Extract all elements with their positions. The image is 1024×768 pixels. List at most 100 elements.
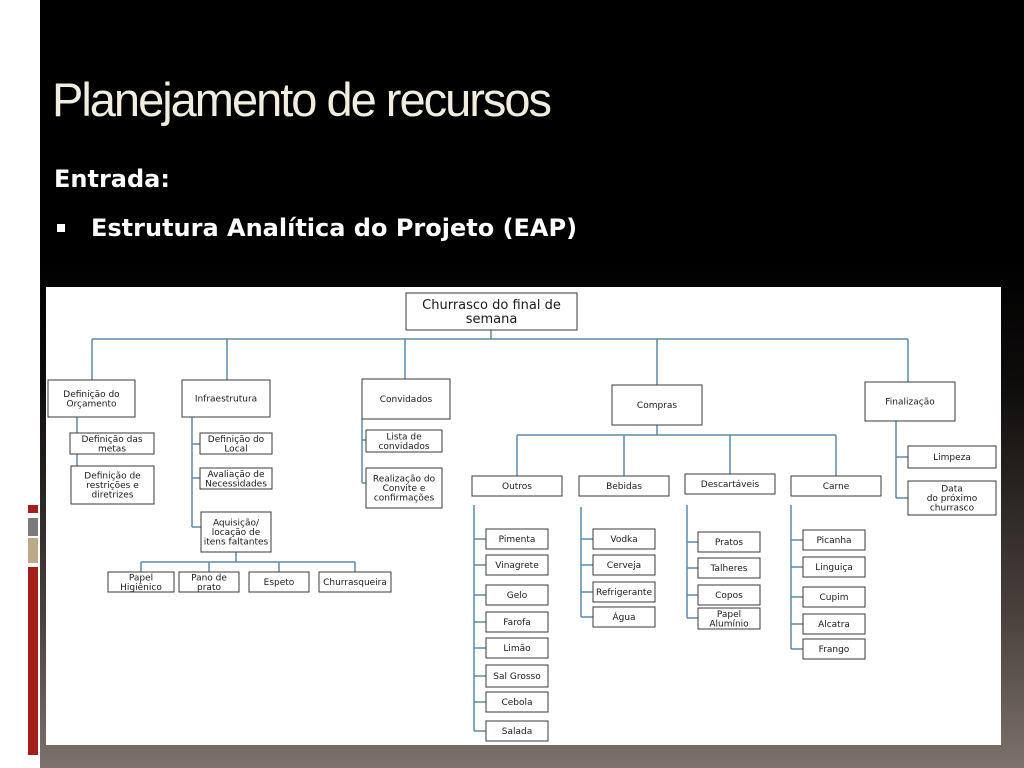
- eap-node-box: [318, 571, 392, 593]
- eap-node-cupim: Cupim: [802, 586, 866, 608]
- eap-node-vinagrete: Vinagrete: [485, 554, 549, 576]
- eap-node-label: Farofa: [503, 618, 531, 628]
- eap-node-box: [592, 606, 656, 628]
- eap-node-farofa: Farofa: [485, 611, 549, 633]
- eap-node-label: Pratos: [715, 538, 744, 548]
- eap-node-cebola: Cebola: [485, 691, 549, 713]
- eap-node-alcatra: Alcatra: [802, 613, 866, 635]
- eap-node-churrasqueira: Churrasqueira: [318, 571, 392, 593]
- eap-node-label: Vodka: [610, 535, 637, 545]
- eap-node-box: [365, 429, 443, 453]
- eap-node-label: Picanha: [816, 536, 851, 546]
- eap-node-label: Pimenta: [499, 535, 536, 545]
- eap-node-box: [592, 554, 656, 576]
- eap-node-box: [611, 384, 703, 426]
- eap-node-box: [70, 465, 155, 505]
- eap-node-salgrosso: Sal Grosso: [485, 664, 549, 688]
- eap-node-box: [178, 571, 240, 593]
- eap-node-box: [485, 554, 549, 576]
- eap-node-box: [365, 467, 443, 509]
- eap-node-limao: Limão: [485, 637, 549, 659]
- eap-node-label: Alcatra: [818, 620, 850, 630]
- eap-node-box: [684, 473, 776, 495]
- eap-node-box: [802, 529, 866, 551]
- eap-node-label: Frango: [819, 645, 850, 655]
- eap-node-infra: Infraestrutura: [181, 379, 271, 418]
- eap-node-compras: Compras: [611, 384, 703, 426]
- eap-node-espeto: Espeto: [248, 571, 310, 593]
- eap-node-box: [107, 571, 175, 593]
- eap-node-limpeza: Limpeza: [907, 445, 997, 469]
- eap-node-carne: Carne: [790, 475, 882, 497]
- eap-node-box: [485, 637, 549, 659]
- side-decoration-bars: [28, 505, 38, 755]
- page-title: Planejamento de recursos: [52, 73, 552, 126]
- eap-node-bebidas: Bebidas: [578, 475, 670, 497]
- eap-node-agua: Água: [592, 606, 656, 628]
- eap-node-label: Sal Grosso: [493, 672, 541, 682]
- eap-node-label: Refrigerante: [596, 588, 652, 598]
- eap-node-gelo: Gelo: [485, 584, 549, 606]
- eap-node-label: Cebola: [501, 698, 532, 708]
- eap-node-box: [802, 556, 866, 578]
- eap-node-label: Copos: [715, 591, 743, 601]
- eap-node-label: Salada: [502, 727, 532, 737]
- eap-node-label: Limpeza: [933, 453, 971, 463]
- eap-node-box: [790, 475, 882, 497]
- eap-node-vodka: Vodka: [592, 528, 656, 550]
- eap-node-label: Água: [612, 611, 635, 623]
- eap-node-box: [361, 378, 451, 420]
- eap-node-box: [47, 379, 136, 418]
- eap-node-box: [181, 379, 271, 418]
- eap-node-box: [592, 581, 656, 603]
- eap-node-box: [485, 720, 549, 742]
- eap-node-box: [907, 480, 997, 516]
- eap-node-linguica: Linguiça: [802, 556, 866, 578]
- eap-node-box: [471, 475, 563, 497]
- eap-node-label: Churrasqueira: [323, 578, 387, 588]
- eap-node-label: Linguiça: [815, 563, 853, 573]
- eap-node-label: Outros: [502, 482, 532, 492]
- eap-node-box: [802, 638, 866, 660]
- eap-node-box: [485, 664, 549, 688]
- eap-node-box: [697, 557, 761, 579]
- eap-node-label: Infraestrutura: [195, 395, 257, 405]
- title-bar-ornament: [22, 80, 40, 118]
- eap-node-label: Vinagrete: [495, 561, 539, 571]
- eap-node-finalizacao: Finalização: [864, 381, 956, 422]
- eap-node-box: [200, 511, 272, 553]
- eap-node-label: Talheres: [710, 564, 748, 574]
- eap-node-label: Finalização: [885, 398, 935, 408]
- eap-node-label: Cupim: [820, 593, 849, 603]
- eap-node-outros: Outros: [471, 475, 563, 497]
- eap-node-box: [697, 531, 761, 553]
- eap-node-label: Compras: [637, 401, 677, 411]
- eap-node-talheres: Talheres: [697, 557, 761, 579]
- eap-node-refrigerante: Refrigerante: [592, 581, 656, 603]
- eap-node-label: Bebidas: [606, 482, 642, 492]
- eap-node-label: Descartáveis: [701, 480, 760, 490]
- eap-node-box: [802, 586, 866, 608]
- eap-node-label: Limão: [503, 644, 531, 654]
- eap-node-box: [578, 475, 670, 497]
